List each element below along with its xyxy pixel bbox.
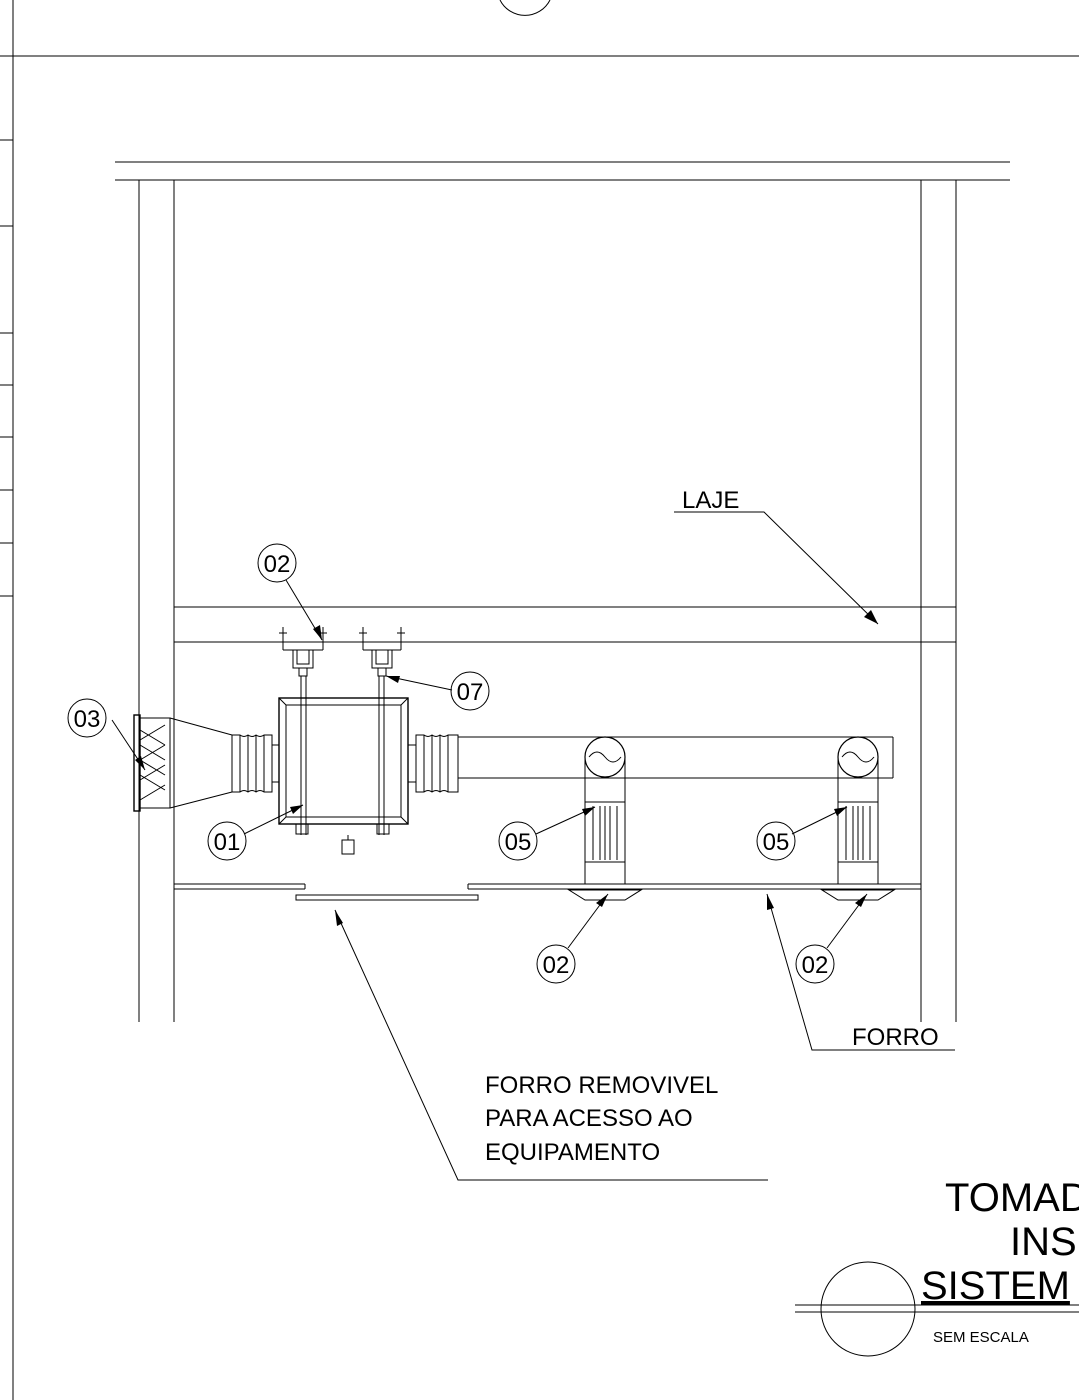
tag-03: 03 <box>67 698 107 738</box>
tag-03-text: 03 <box>74 706 101 733</box>
flex-connector-left <box>231 734 279 793</box>
tag-01: 01 <box>207 821 247 861</box>
label-laje: LAJE <box>682 487 739 514</box>
title-line1: TOMAD <box>945 1176 1079 1220</box>
tag-05-right: 05 <box>756 821 796 861</box>
labels: LAJE FORRO FORRO REMOVIVEL PARA ACESSO A… <box>485 487 939 1166</box>
tag-07-text: 07 <box>457 679 484 706</box>
label-forro-removivel-line3: EQUIPAMENTO <box>485 1139 660 1166</box>
removable-ceiling-panel <box>295 894 479 901</box>
title-block: TOMAD INS SISTEM SEM ESCALA <box>795 1176 1079 1357</box>
tag-02-right: 02 <box>795 944 835 984</box>
tag-01-text: 01 <box>214 829 241 856</box>
title-line2: INS <box>1010 1220 1077 1264</box>
diffuser-left <box>567 736 643 901</box>
leader-lines <box>111 511 955 1181</box>
tag-07: 07 <box>450 671 490 711</box>
tag-02-top: 02 <box>257 543 297 583</box>
slab <box>174 606 956 643</box>
tag-02-mid-text: 02 <box>543 952 570 979</box>
title-line3: SISTEM <box>921 1264 1070 1308</box>
tag-02-top-text: 02 <box>264 551 291 578</box>
diffuser-right <box>820 736 896 901</box>
hanger-left <box>279 627 327 677</box>
ceiling <box>174 883 921 901</box>
tag-05-left-text: 05 <box>505 829 532 856</box>
tag-05-left: 05 <box>498 821 538 861</box>
label-forro-removivel-line1: FORRO REMOVIVEL <box>485 1072 718 1099</box>
label-forro: FORRO <box>852 1024 939 1051</box>
supply-duct <box>458 736 894 779</box>
tag-05-right-text: 05 <box>763 829 790 856</box>
tag-02-mid: 02 <box>536 944 576 984</box>
tag-02-right-text: 02 <box>802 952 829 979</box>
hanger-supports <box>279 627 405 835</box>
flex-connector-right <box>408 734 459 793</box>
structure <box>115 161 1010 1022</box>
hanger-right <box>359 627 405 677</box>
item-tags: 02 07 03 01 05 05 02 02 <box>67 543 835 984</box>
transition-duct <box>169 717 233 809</box>
scale-note: SEM ESCALA <box>933 1329 1029 1346</box>
fan-coil-unit <box>278 697 409 855</box>
label-forro-removivel-line2: PARA ACESSO AO <box>485 1105 693 1132</box>
